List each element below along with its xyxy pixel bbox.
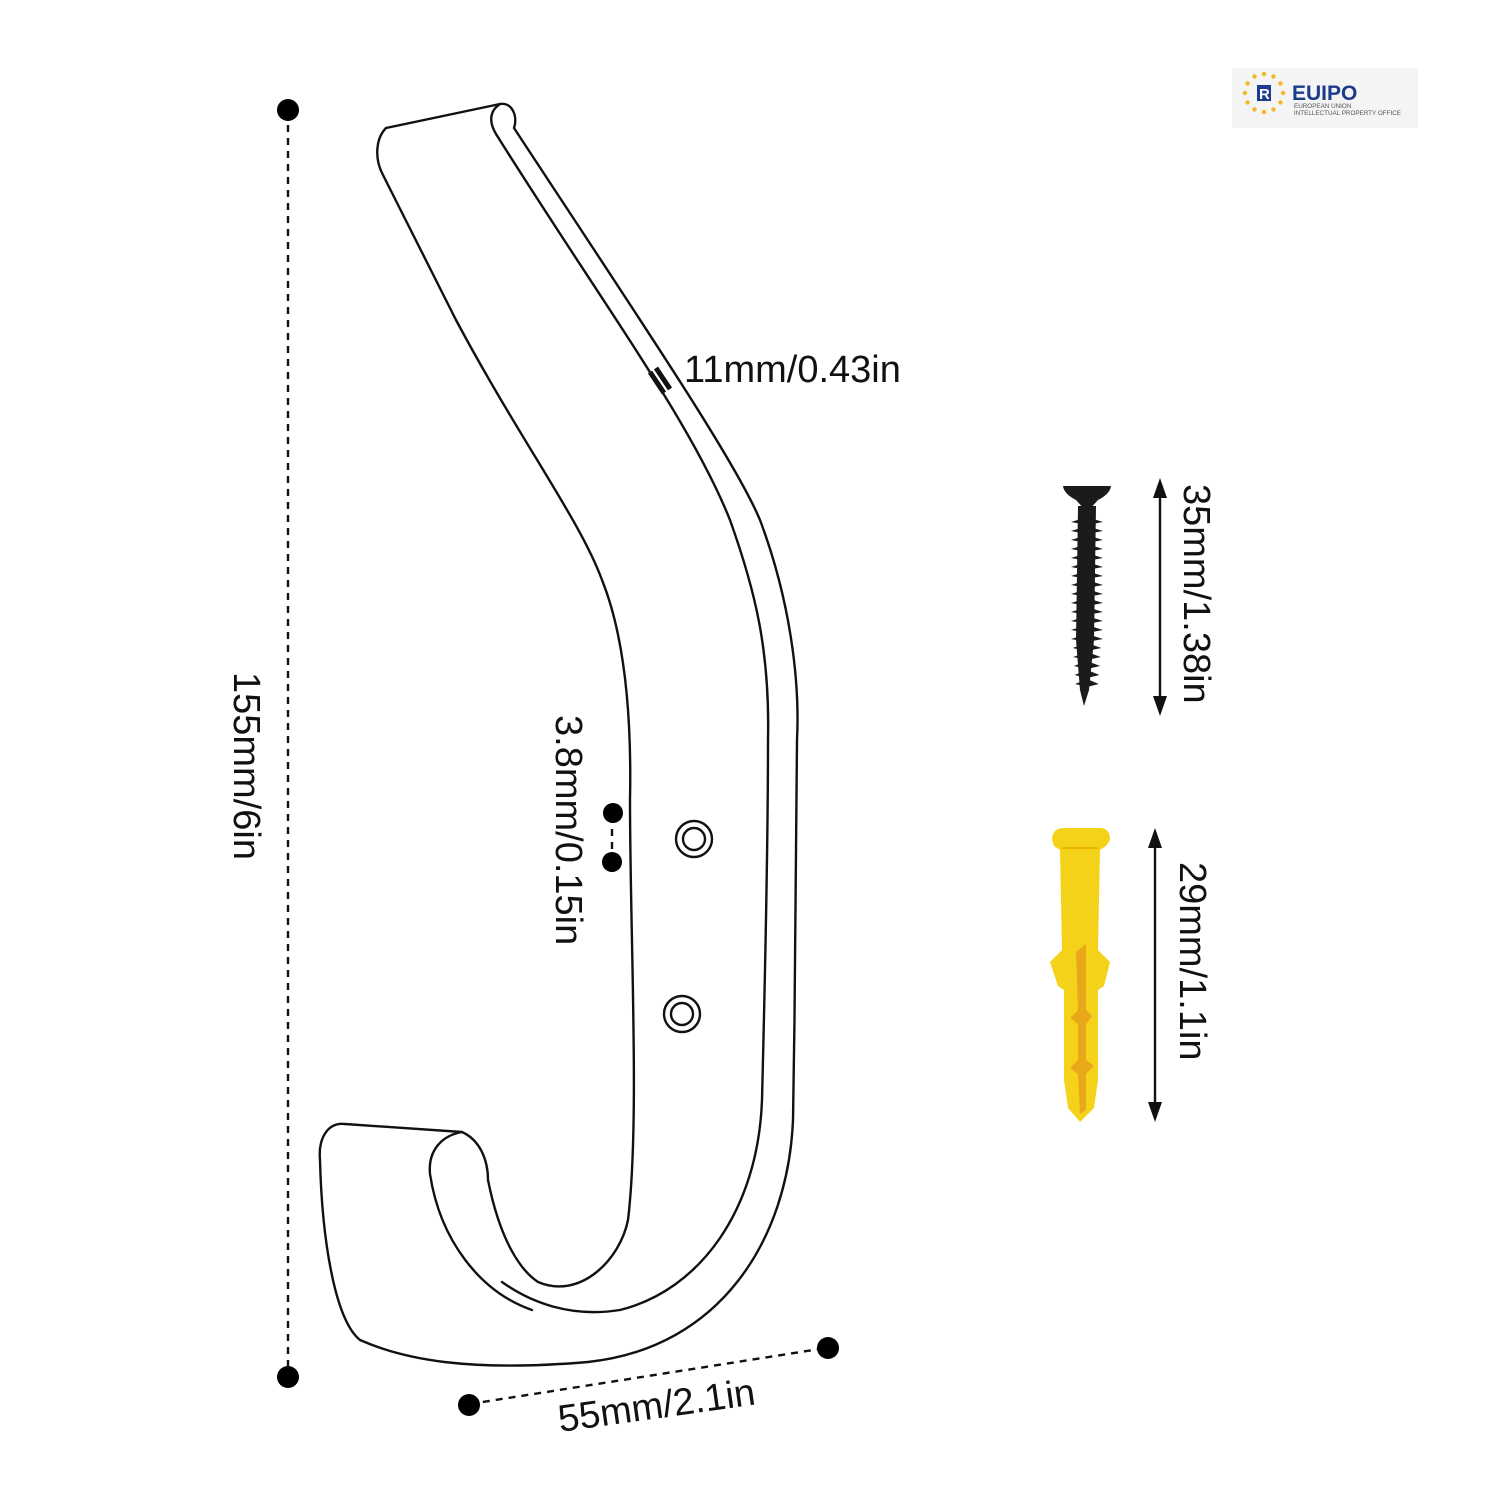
arrow-down-icon [1148,1102,1162,1122]
euipo-logo: R EUIPO EUROPEAN UNION INTELLECTUAL PROP… [1232,68,1418,128]
height-label: 155mm/6in [225,672,267,860]
screw-head [1063,486,1111,510]
thickness-marker-2 [653,366,673,391]
width-dot-left [458,1394,480,1416]
thickness-marker-1 [647,370,667,395]
width-line [469,1346,827,1406]
r-mark-letter: R [1259,86,1270,103]
height-dot-bottom [277,1366,299,1388]
hole-dimension: 3.8mm/0.15in [547,715,623,945]
logo-star [1271,107,1276,112]
hook-drawing [318,102,799,1367]
logo-subtitle-line1: EUROPEAN UNION [1294,103,1352,110]
screw-thread [1071,535,1103,543]
logo-star [1245,81,1250,86]
screw-thread [1071,625,1103,633]
screw-length-dimension: 35mm/1.38in [1153,478,1217,716]
screw-thread [1073,661,1101,669]
screw-threads [1071,517,1103,687]
screw-hole-top [674,819,714,859]
hook-tip-inner-edge [428,1130,534,1312]
screw-icon [1063,486,1111,706]
screw-thread [1071,571,1103,579]
logo-star [1261,109,1267,115]
screw-thread [1073,652,1101,660]
logo-star [1245,100,1250,105]
screw-thread [1074,670,1100,678]
hole-dot-bottom [602,852,622,872]
hole-dot-top [603,803,623,823]
arrow-down-icon [1153,696,1167,716]
logo-subtitle-line2: INTELLECTUAL PROPERTY OFFICE [1294,110,1401,117]
logo-name: EUIPO [1292,82,1357,105]
screw-thread [1071,598,1103,606]
screw-hole-bottom [662,994,702,1034]
anchor-length-dimension: 29mm/1.1in [1148,828,1213,1122]
screw-thread [1071,616,1103,624]
screw-thread [1071,526,1103,534]
screw-thread [1071,634,1103,642]
hook-inner-edge [490,102,770,1314]
logo-star [1252,74,1257,79]
arrow-up-icon [1153,478,1167,498]
wall-anchor-icon [1050,828,1110,1122]
screw-thread [1071,580,1103,588]
screw-thread [1071,589,1103,597]
logo-star [1261,71,1267,77]
thickness-label: 11mm/0.43in [684,349,901,391]
screw-thread [1071,607,1103,615]
logo-star [1252,107,1257,112]
logo-star [1242,90,1248,96]
screw-thread [1071,544,1103,552]
screw-thread [1071,553,1103,561]
arrow-up-icon [1148,828,1162,848]
hole-label: 3.8mm/0.15in [547,715,589,945]
anchor-split-shade [1070,944,1094,1114]
width-dot-right [817,1337,839,1359]
screw-length-label: 35mm/1.38in [1175,484,1217,704]
r-mark-icon [1257,85,1271,101]
width-label: 55mm/2.1in [555,1372,757,1441]
anchor-length-label: 29mm/1.1in [1171,862,1213,1061]
screw-thread [1075,679,1099,687]
screw-thread [1071,517,1103,525]
logo-star [1280,90,1286,96]
logo-star [1271,74,1276,79]
height-dot-top [277,99,299,121]
logo-star [1278,100,1283,105]
star-ring-icon [1242,71,1286,115]
screw-thread [1072,643,1102,651]
screw-thread [1071,562,1103,570]
logo-star [1278,81,1283,86]
height-dimension: 155mm/6in [225,99,299,1388]
